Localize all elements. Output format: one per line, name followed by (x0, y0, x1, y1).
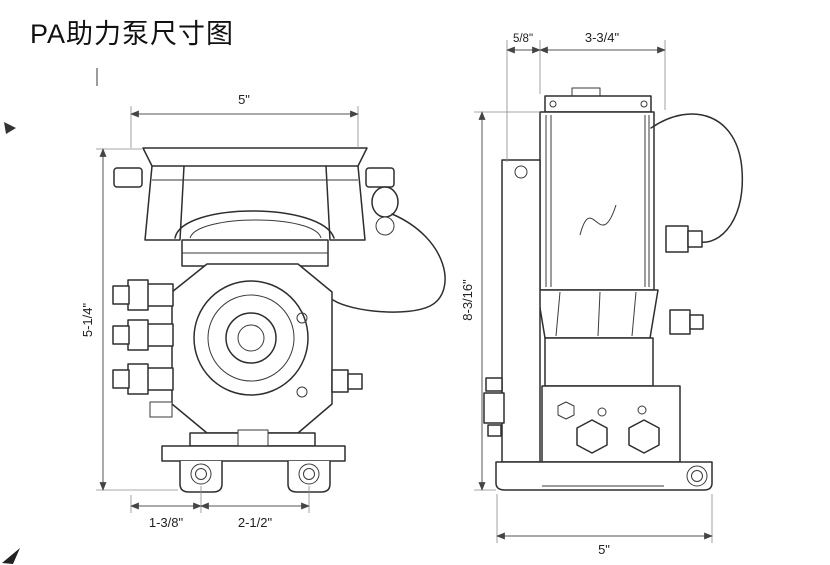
side-motor-body (539, 111, 655, 291)
side-cable-gland-lower (669, 309, 704, 335)
dim-front-bottom: 1-3/8" 2-1/2" (130, 486, 310, 530)
dim-label-side-height: 8-3/16" (460, 279, 475, 321)
side-base (495, 461, 713, 491)
dim-front-side-height: 5-1/4" (80, 148, 178, 491)
scan-artifacts (2, 68, 98, 564)
front-connector (371, 186, 399, 218)
front-pump-body (171, 263, 333, 434)
dim-side-bottom: 5" (496, 494, 713, 557)
dim-label-side-top-left: 5/8" (513, 33, 533, 45)
front-base (161, 429, 346, 493)
front-foot-hole-right (303, 468, 315, 480)
artifact-arrow-bottom (2, 548, 20, 564)
dim-side-top: 5/8" 3-3/4" (506, 30, 666, 162)
side-cable (650, 113, 743, 243)
front-top-bracket (113, 147, 399, 241)
side-mid-section (507, 289, 659, 387)
dim-label-front-top-width: 5" (238, 92, 250, 107)
front-right-fitting (331, 369, 363, 393)
dim-side-height: 8-3/16" (460, 111, 540, 491)
side-hex-plug-left (576, 419, 608, 454)
side-cable-gland-top (665, 225, 703, 253)
front-foot-hole-left (195, 468, 207, 480)
side-valve-block (541, 385, 681, 463)
front-bore-outer (193, 280, 309, 396)
front-view-drawing: 5" 5-1/4" 1-3/8" 2-1/2" (80, 92, 446, 530)
page-title: PA助力泵尺寸图 (30, 19, 235, 49)
side-view-drawing: 5/8" 3-3/4" 8-3/16" 5" (460, 30, 743, 557)
side-motor-logo (579, 204, 617, 236)
dim-label-front-bottom-left: 1-3/8" (149, 515, 184, 530)
side-motor-cap (544, 87, 652, 113)
front-left-fittings (112, 279, 174, 418)
side-foot-hole (691, 470, 703, 482)
side-mount-plate (483, 159, 541, 463)
dim-label-front-bottom-right: 2-1/2" (238, 515, 273, 530)
dim-label-front-side-height: 5-1/4" (80, 302, 95, 337)
dim-label-side-top-right: 3-3/4" (585, 30, 620, 45)
dim-label-side-bottom-width: 5" (598, 542, 610, 557)
dim-front-top-width: 5" (130, 92, 359, 148)
side-hex-plug-right (628, 419, 660, 454)
artifact-arrow-left (4, 122, 16, 134)
front-hose (332, 213, 446, 313)
